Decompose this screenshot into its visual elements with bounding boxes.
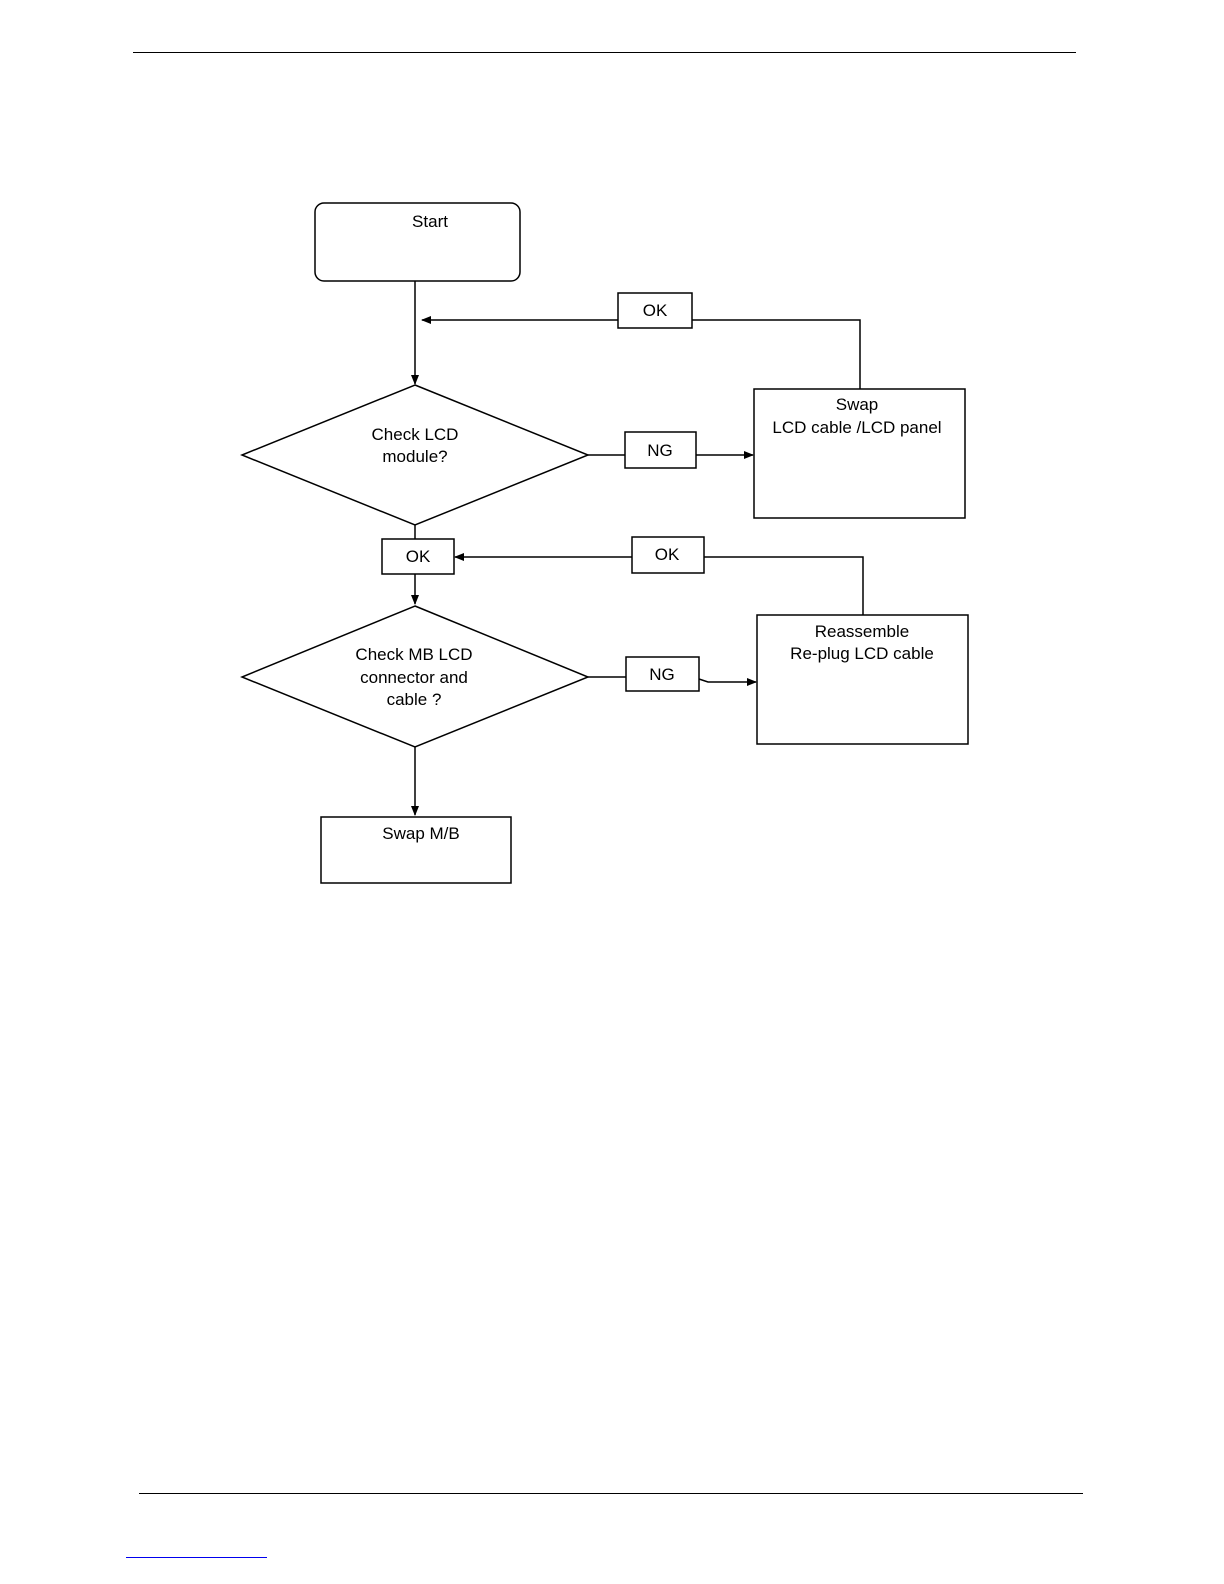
decision-mb-line-1: Check MB LCD xyxy=(355,645,472,664)
ng-first-text: NG xyxy=(647,441,673,460)
decision-lcd-line-1: Check LCD xyxy=(372,425,459,444)
ng-label-first: NG xyxy=(588,432,753,468)
swap-lcd-line-2: LCD cable /LCD panel xyxy=(772,418,941,437)
action-swap-lcd: Swap LCD cable /LCD panel xyxy=(754,389,965,518)
footer-rule xyxy=(139,1493,1083,1494)
ng-label-second: NG xyxy=(588,657,756,691)
start-node: Start xyxy=(315,203,520,281)
ng-second-text: NG xyxy=(649,665,675,684)
swap-lcd-line-1: Swap xyxy=(836,395,879,414)
action-reassemble: Reassemble Re-plug LCD cable xyxy=(757,615,968,744)
decision-mb-line-3: cable ? xyxy=(387,690,442,709)
ok-top-text: OK xyxy=(643,301,668,320)
ok-label-right: OK xyxy=(455,537,863,615)
reassemble-line-2: Re-plug LCD cable xyxy=(790,644,934,663)
footer-link-underline[interactable] xyxy=(126,1557,267,1558)
ok-right-text: OK xyxy=(655,545,680,564)
ok-label-mid: OK xyxy=(382,525,454,604)
decision-check-mb: Check MB LCD connector and cable ? xyxy=(242,606,588,747)
action-swap-mb: Swap M/B xyxy=(321,817,511,883)
reassemble-line-1: Reassemble xyxy=(815,622,910,641)
decision-check-lcd: Check LCD module? xyxy=(242,385,588,525)
decision-mb-line-2: connector and xyxy=(360,668,468,687)
swap-mb-label: Swap M/B xyxy=(382,824,459,843)
decision-lcd-line-2: module? xyxy=(382,447,447,466)
ok-label-top: OK xyxy=(422,293,860,389)
start-label: Start xyxy=(412,212,448,231)
ok-mid-text: OK xyxy=(406,547,431,566)
